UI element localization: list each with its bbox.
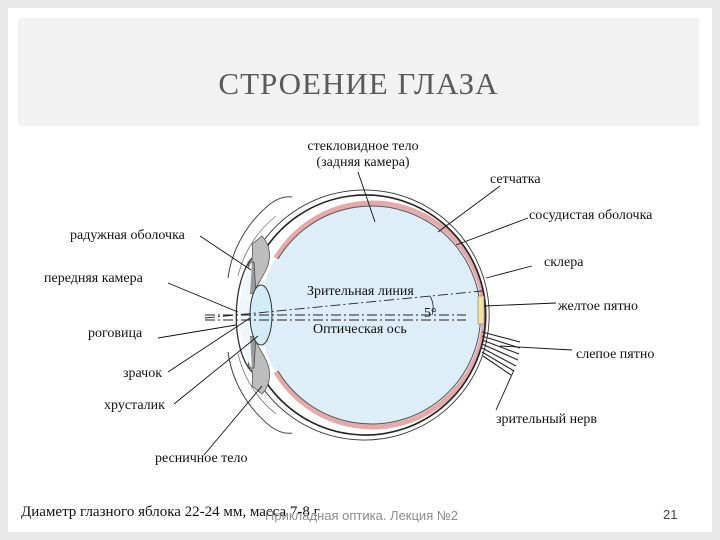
leader-ciliary-body	[203, 385, 263, 456]
label-pupil: зрачок	[123, 366, 162, 381]
upper-eyelid	[227, 196, 293, 279]
label-anterior-chamber: передняя камера	[44, 271, 144, 286]
leader-cornea	[157, 324, 237, 339]
label-vitreous-1: стекловидное тело	[307, 139, 418, 154]
leader-pupil	[167, 317, 251, 373]
label-optic-nerve: зрительный нерв	[496, 412, 597, 427]
leader-lens	[173, 335, 259, 405]
sclera-outer	[261, 189, 490, 441]
leader-choroid	[455, 217, 529, 246]
label-blind-spot: слепое пятно	[576, 347, 654, 362]
leader-anterior-chamber	[167, 282, 239, 313]
leader-blind-spot	[499, 345, 573, 351]
label-angle: 5°	[424, 306, 437, 321]
label-vitreous-2: (задняя камера)	[316, 155, 409, 170]
lower-eyelid	[227, 351, 293, 434]
leader-sclera	[485, 265, 533, 279]
macula-mark	[477, 295, 485, 325]
label-lens: хрусталик	[104, 398, 165, 413]
label-choroid: сосудистая оболочка	[529, 208, 653, 223]
leader-macula	[483, 302, 557, 307]
choroid-layer	[273, 200, 487, 430]
leader-iris	[199, 235, 252, 271]
page-number: 21	[663, 507, 678, 522]
label-visual-line: Зрительная линия	[307, 284, 414, 299]
label-macula: желтое пятно	[557, 299, 638, 314]
label-sclera: склера	[544, 255, 584, 270]
slide-title: СТРОЕНИЕ ГЛАЗА	[218, 66, 499, 101]
label-cornea: роговица	[88, 326, 143, 341]
slide-caption: Диаметр глазного яблока 22-24 мм, масса …	[21, 504, 320, 520]
leader-retina	[437, 185, 501, 233]
leader-vitreous	[357, 171, 376, 223]
label-ciliary-body: ресничное тело	[155, 451, 248, 466]
optic-nerve	[481, 331, 521, 376]
footer-course: Прикладная оптика. Лекция №2	[265, 508, 459, 523]
sclera-layer	[265, 194, 487, 436]
title-band: СТРОЕНИЕ ГЛАЗА	[18, 18, 699, 126]
angle-arc	[429, 295, 434, 316]
label-iris: радужная оболочка	[70, 228, 186, 243]
lower-fold	[237, 353, 277, 415]
visual-line	[204, 290, 483, 319]
upper-fold	[237, 215, 277, 277]
label-optical-axis: Оптическая ось	[313, 322, 407, 337]
leader-optic-nerve	[495, 369, 515, 411]
label-retina: сетчатка	[490, 172, 541, 187]
